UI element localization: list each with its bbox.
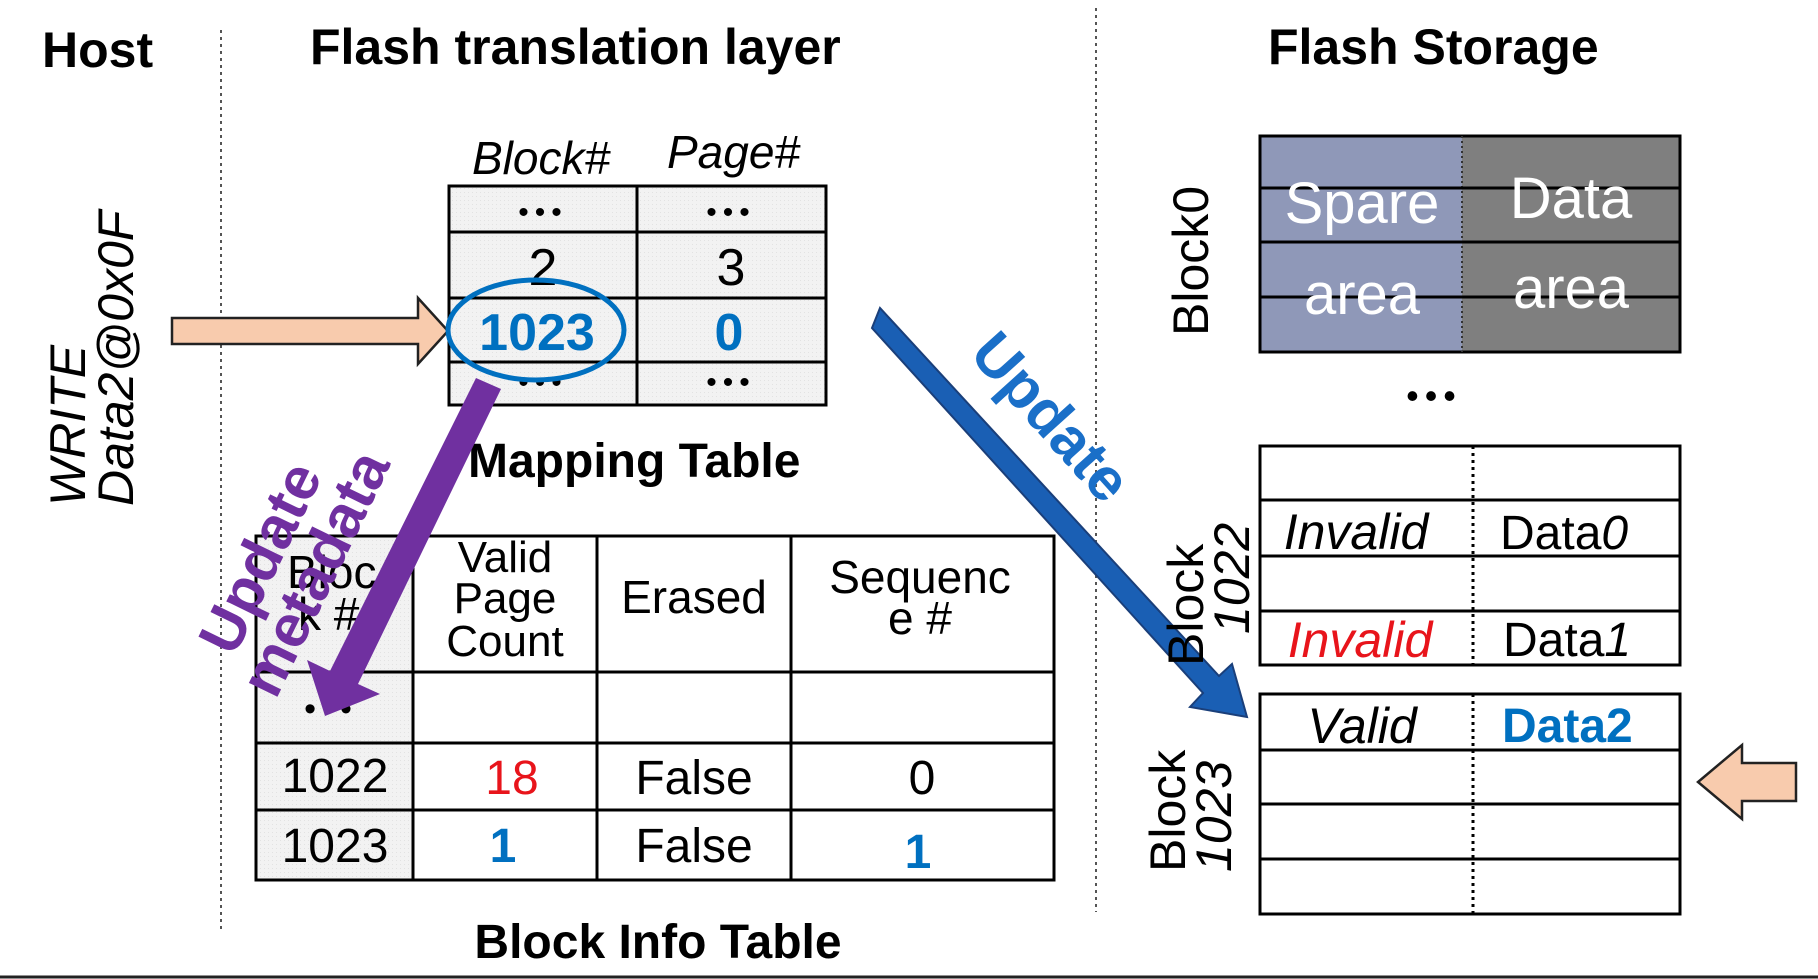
block-info-frame [254, 534, 1056, 882]
mapping-cell: ••• [518, 366, 568, 399]
heading-host: Host [42, 22, 153, 78]
block0-frame [1258, 134, 1682, 354]
info-cell: False [635, 820, 752, 873]
info-header-sequence: e # [888, 592, 952, 644]
block1022-label-line2: 1022 [1204, 523, 1260, 634]
info-cell-red: 18 [485, 752, 538, 805]
spare-area-label: area [1304, 262, 1421, 327]
info-cell: 1022 [282, 750, 389, 803]
data-area-label: Data [1510, 166, 1633, 231]
block-info-caption: Block Info Table [474, 916, 841, 969]
info-cell: 1023 [282, 820, 389, 873]
mapping-col-page: Page# [667, 126, 801, 178]
mapping-table: Block# Page# ••• ••• 2 3 1023 0 ••• ••• … [445, 126, 828, 488]
block-info-table: Bloc k # Valid Page Count Erased Sequenc… [254, 533, 1056, 969]
data-area [1462, 136, 1680, 352]
info-cell: False [635, 752, 752, 805]
update-arrow [870, 306, 1249, 719]
update-label: Update [958, 319, 1144, 515]
mapping-table-caption: Mapping Table [468, 435, 800, 488]
block1022-label-line1: Block [1158, 543, 1214, 666]
block1022-status: Invalid [1284, 504, 1431, 560]
host-write-command: WRITE Data2@0x0F [40, 208, 144, 506]
block1022-label: Block 1022 [1158, 523, 1260, 666]
block1023-status: Valid [1307, 698, 1419, 754]
mapping-cell-highlighted: 1023 [479, 304, 595, 362]
block1023: Block 1023 Valid Data2 [1140, 692, 1682, 916]
info-fill [413, 536, 1054, 880]
block1023-label-line1: Block [1140, 749, 1196, 872]
block1022-data: Data0 [1500, 507, 1628, 560]
mapping-col-block: Block# [472, 132, 611, 184]
mapping-cell: ••• [706, 196, 756, 229]
block1022: Block 1022 Invalid Data0 Invalid Data1 [1158, 444, 1682, 668]
info-header-sequence: Sequenc [829, 551, 1011, 603]
info-header-valid: Page [454, 574, 557, 623]
info-header-erased: Erased [621, 571, 767, 623]
block1023-label: Block 1023 [1140, 749, 1242, 872]
mapping-cell: 2 [529, 239, 558, 297]
info-cell: 0 [909, 752, 936, 805]
write-label: WRITE [40, 344, 96, 506]
block1023-data: Data2 [1502, 700, 1633, 753]
info-header-valid: Valid [458, 533, 553, 582]
data-area-label: area [1513, 256, 1630, 321]
info-header-block: k # [298, 588, 360, 640]
info-header-block: Bloc [287, 546, 376, 598]
update-metadata-arrow [307, 378, 501, 716]
block0: Block0 Spare area Data area [1163, 134, 1682, 354]
host-write-arrow [170, 294, 450, 368]
storage-write-arrow [1696, 742, 1798, 822]
spare-area [1260, 136, 1462, 352]
mapping-cell-highlighted: 0 [715, 304, 744, 362]
highlight-ellipse [445, 277, 627, 383]
mapping-cell: 3 [717, 239, 746, 297]
mapping-cell: ••• [518, 196, 568, 229]
block1022-status-red: Invalid [1288, 612, 1435, 668]
write-address: Data2@0x0F [88, 208, 144, 506]
block1022-data: Data1 [1503, 614, 1631, 667]
spare-area-label: Spare [1285, 171, 1440, 236]
info-cell-blue: 1 [905, 826, 932, 879]
block0-label: Block0 [1163, 186, 1219, 336]
mapping-cell: ••• [706, 366, 756, 399]
storage-ellipsis: ••• [1406, 375, 1462, 416]
heading-storage: Flash Storage [1268, 19, 1599, 75]
block1023-label-line2: 1023 [1186, 761, 1242, 872]
info-cell-blue: 1 [490, 820, 517, 873]
info-header-valid: Count [446, 617, 563, 666]
heading-ftl: Flash translation layer [310, 19, 841, 75]
